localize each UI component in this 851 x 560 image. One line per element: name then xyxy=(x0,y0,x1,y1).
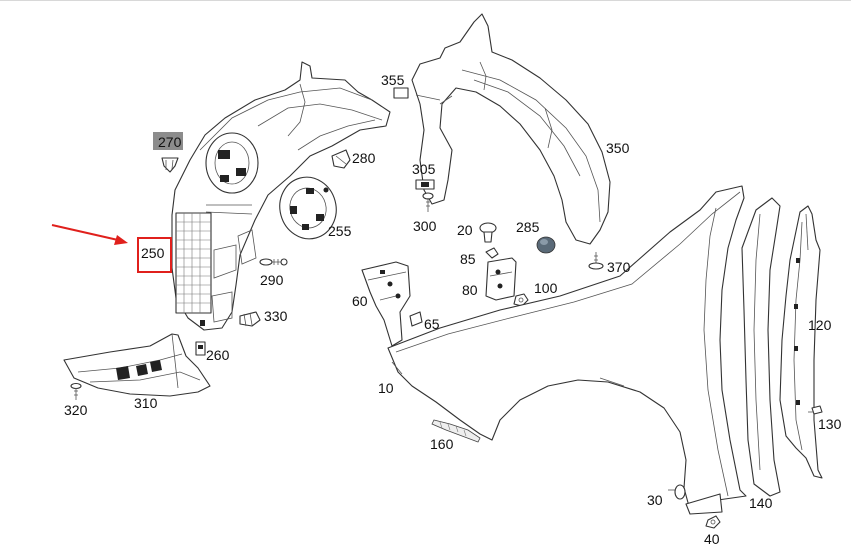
part-label-310: 310 xyxy=(134,395,158,411)
nut-100 xyxy=(513,293,529,307)
cover-255 xyxy=(279,176,337,240)
part-label-160: 160 xyxy=(430,436,454,452)
clip-305 xyxy=(415,179,435,190)
part-label-290: 290 xyxy=(260,272,284,288)
highlight-marker xyxy=(51,224,172,273)
pointer-arrow-line xyxy=(51,224,119,241)
wheel-arch-liner-front xyxy=(171,61,391,331)
front-fender xyxy=(387,185,747,515)
part-label-370: 370 xyxy=(607,259,631,275)
screw-130 xyxy=(808,405,823,415)
part-label-85: 85 xyxy=(460,251,476,267)
clip-280 xyxy=(331,149,351,169)
screw-300 xyxy=(422,192,434,212)
clip-270 xyxy=(161,157,179,173)
part-label-130: 130 xyxy=(818,416,842,432)
screw-30 xyxy=(668,484,686,500)
part-label-255: 255 xyxy=(328,223,352,239)
underbody-shield-310 xyxy=(63,333,211,397)
top-divider xyxy=(0,0,851,1)
bracket-80 xyxy=(485,257,517,301)
part-label-305: 305 xyxy=(412,161,436,177)
panel-140 xyxy=(741,197,781,497)
part-label-10: 10 xyxy=(378,380,394,396)
screw-290 xyxy=(259,258,288,266)
part-label-260: 260 xyxy=(206,347,230,363)
screw-370 xyxy=(588,252,604,270)
highlight-box-250 xyxy=(137,237,172,273)
vent-grille xyxy=(175,212,212,314)
part-label-320: 320 xyxy=(64,402,88,418)
bracket-60 xyxy=(361,261,411,347)
part-label-60: 60 xyxy=(352,293,368,309)
part-label-120: 120 xyxy=(808,317,832,333)
support-120 xyxy=(779,205,823,479)
part-label-330: 330 xyxy=(264,308,288,324)
badge-270 xyxy=(153,132,183,150)
grommet-285 xyxy=(536,236,556,254)
clip-330 xyxy=(239,311,261,327)
nut-40 xyxy=(705,515,721,529)
part-label-300: 300 xyxy=(413,218,437,234)
clip-65 xyxy=(409,311,423,327)
part-label-100: 100 xyxy=(534,280,558,296)
part-label-20: 20 xyxy=(457,222,473,238)
part-label-40: 40 xyxy=(704,531,720,547)
part-label-280: 280 xyxy=(352,150,376,166)
pointer-arrow-head xyxy=(114,235,128,245)
part-label-140: 140 xyxy=(749,495,773,511)
trim-160 xyxy=(431,419,481,443)
part-label-270: 270 xyxy=(158,134,182,150)
part-number-labels: 355 350 270 280 305 300 255 20 285 250 8… xyxy=(64,72,842,547)
part-label-30: 30 xyxy=(647,492,663,508)
part-label-355: 355 xyxy=(381,72,405,88)
nut-85 xyxy=(485,247,499,259)
bolt-320 xyxy=(70,382,82,400)
part-label-250: 250 xyxy=(141,245,165,261)
part-label-350: 350 xyxy=(606,140,630,156)
bracket-260 xyxy=(195,341,206,356)
part-label-65: 65 xyxy=(424,316,440,332)
part-label-80: 80 xyxy=(462,282,478,298)
bolt-20 xyxy=(479,222,497,243)
part-label-285: 285 xyxy=(516,219,540,235)
wheel-arch-liner-rear xyxy=(393,13,611,245)
